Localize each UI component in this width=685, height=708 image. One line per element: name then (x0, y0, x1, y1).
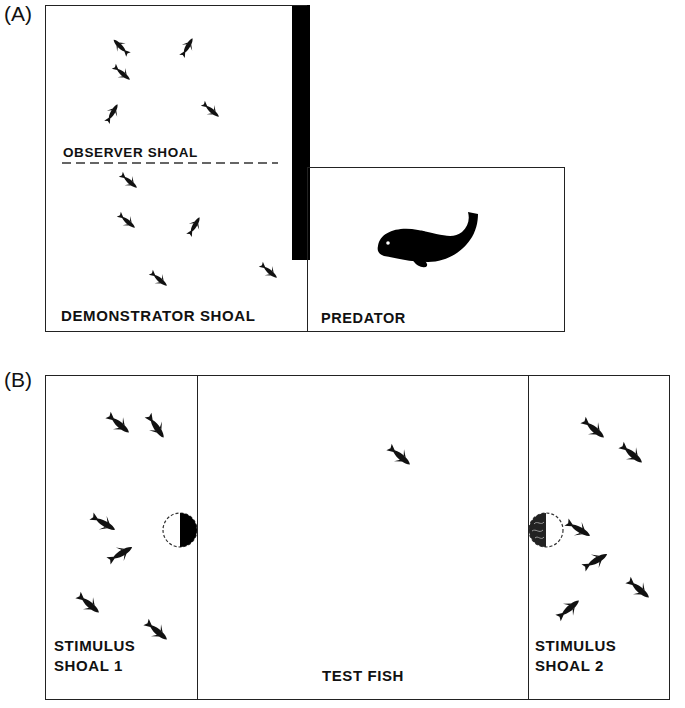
fish (141, 616, 172, 645)
fish (384, 441, 415, 470)
fish (73, 589, 104, 618)
panel-label: (A) (4, 2, 32, 26)
fish (117, 170, 141, 193)
fish (553, 595, 584, 624)
fish (580, 547, 611, 574)
fish (616, 439, 647, 468)
predator-compartment: PREDATOR (307, 167, 565, 332)
fish (563, 515, 594, 542)
fish (257, 260, 281, 283)
compartment-label: OBSERVER SHOAL (63, 144, 198, 162)
compartment-label: STIMULUS SHOAL 1 (54, 636, 164, 677)
demonstrator-compartment: DEMONSTRATOR SHOAL (45, 163, 307, 332)
compartment-label: TEST FISH (322, 666, 404, 686)
fish (147, 268, 171, 291)
fish (88, 509, 119, 536)
fish (142, 411, 170, 442)
test-compartment: TEST FISH (198, 375, 528, 700)
predator-fish (378, 212, 478, 269)
observer-compartment: OBSERVER SHOAL (45, 5, 307, 163)
fish (199, 99, 223, 122)
stimulus-disc-left (163, 513, 197, 547)
fish (177, 35, 198, 59)
shoal-fish (73, 35, 654, 645)
fish (110, 62, 134, 85)
stimulus-disc-right (529, 513, 563, 547)
fish (578, 414, 609, 443)
panel-label: (B) (4, 368, 32, 392)
compartment-label: STIMULUS SHOAL 2 (535, 636, 645, 677)
fish (109, 35, 132, 58)
fish (184, 214, 205, 238)
stimulus-compartment: STIMULUS SHOAL 1 (45, 375, 198, 700)
compartment-label: DEMONSTRATOR SHOAL (61, 306, 255, 326)
fish (623, 574, 654, 603)
fish (115, 210, 139, 233)
fish (102, 101, 123, 125)
stimulus-compartment: STIMULUS SHOAL 2 (528, 375, 670, 700)
compartment-label: PREDATOR (321, 309, 406, 329)
fish (105, 540, 136, 567)
fish (103, 409, 134, 438)
